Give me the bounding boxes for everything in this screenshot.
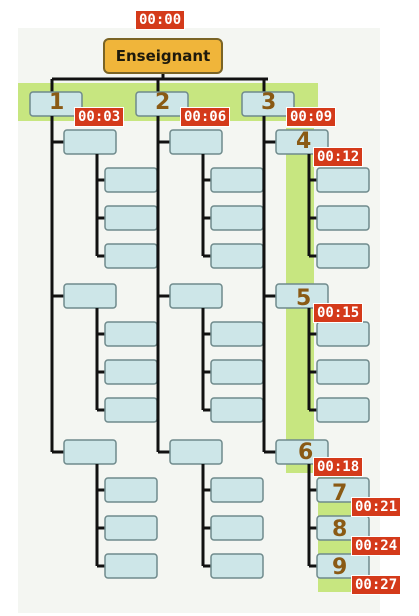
marker-number-3: 3 (261, 90, 277, 115)
level3-node-1-1-3 (104, 243, 158, 269)
level3-node-1-3-1 (104, 477, 158, 503)
marker-timestamp-1: 00:03 (74, 107, 125, 127)
level1-node-1 (29, 91, 83, 117)
level3-node-1-3-2 (104, 515, 158, 541)
level3-node-3-3-1 (316, 477, 370, 503)
level1-node-3 (241, 91, 295, 117)
marker-number-7: 7 (332, 481, 348, 506)
level3-node-1-3-3 (104, 553, 158, 579)
level3-node-3-2-2 (316, 359, 370, 385)
level3-node-1-2-3 (104, 397, 158, 423)
level3-node-2-2-2 (210, 359, 264, 385)
level2-node-1-3 (63, 439, 117, 465)
level3-node-3-2-3 (316, 397, 370, 423)
marker-timestamp-9: 00:27 (351, 575, 402, 595)
marker-timestamp-7: 00:21 (351, 497, 402, 517)
level3-node-1-1-2 (104, 205, 158, 231)
marker-timestamp-2: 00:06 (180, 107, 231, 127)
marker-number-1: 1 (49, 90, 65, 115)
level2-node-1-1 (63, 129, 117, 155)
level3-node-3-1-2 (316, 205, 370, 231)
marker-number-5: 5 (296, 286, 312, 311)
marker-timestamp-5: 00:15 (313, 303, 364, 323)
level3-node-2-2-3 (210, 397, 264, 423)
marker-number-4: 4 (296, 129, 312, 154)
marker-number-2: 2 (155, 90, 171, 115)
level3-node-2-1-1 (210, 167, 264, 193)
level3-node-2-1-2 (210, 205, 264, 231)
root-node-label: Enseignant (115, 47, 211, 65)
level3-node-3-3-3 (316, 553, 370, 579)
level3-node-1-2-2 (104, 359, 158, 385)
level1-node-2 (135, 91, 189, 117)
level2-node-2-3 (169, 439, 223, 465)
level2-node-2-1 (169, 129, 223, 155)
level3-node-2-1-3 (210, 243, 264, 269)
level3-node-2-3-1 (210, 477, 264, 503)
marker-number-6: 6 (298, 440, 314, 465)
root-node: Enseignant (103, 38, 223, 74)
level3-node-1-1-1 (104, 167, 158, 193)
level2-node-2-2 (169, 283, 223, 309)
marker-number-9: 9 (332, 555, 348, 580)
level2-node-1-2 (63, 283, 117, 309)
marker-timestamp-3: 00:09 (286, 107, 337, 127)
level3-node-3-1-3 (316, 243, 370, 269)
level3-node-2-3-2 (210, 515, 264, 541)
marker-timestamp-8: 00:24 (351, 536, 402, 556)
root-timestamp: 00:00 (135, 10, 186, 30)
level3-node-3-3-2 (316, 515, 370, 541)
marker-number-8: 8 (332, 517, 348, 542)
marker-timestamp-6: 00:18 (313, 457, 364, 477)
marker-timestamp-4: 00:12 (313, 147, 364, 167)
level3-node-2-3-3 (210, 553, 264, 579)
level3-node-3-1-1 (316, 167, 370, 193)
level2-node-3-2 (275, 283, 329, 309)
level3-node-2-2-1 (210, 321, 264, 347)
level3-node-1-2-1 (104, 321, 158, 347)
level3-node-3-2-1 (316, 321, 370, 347)
